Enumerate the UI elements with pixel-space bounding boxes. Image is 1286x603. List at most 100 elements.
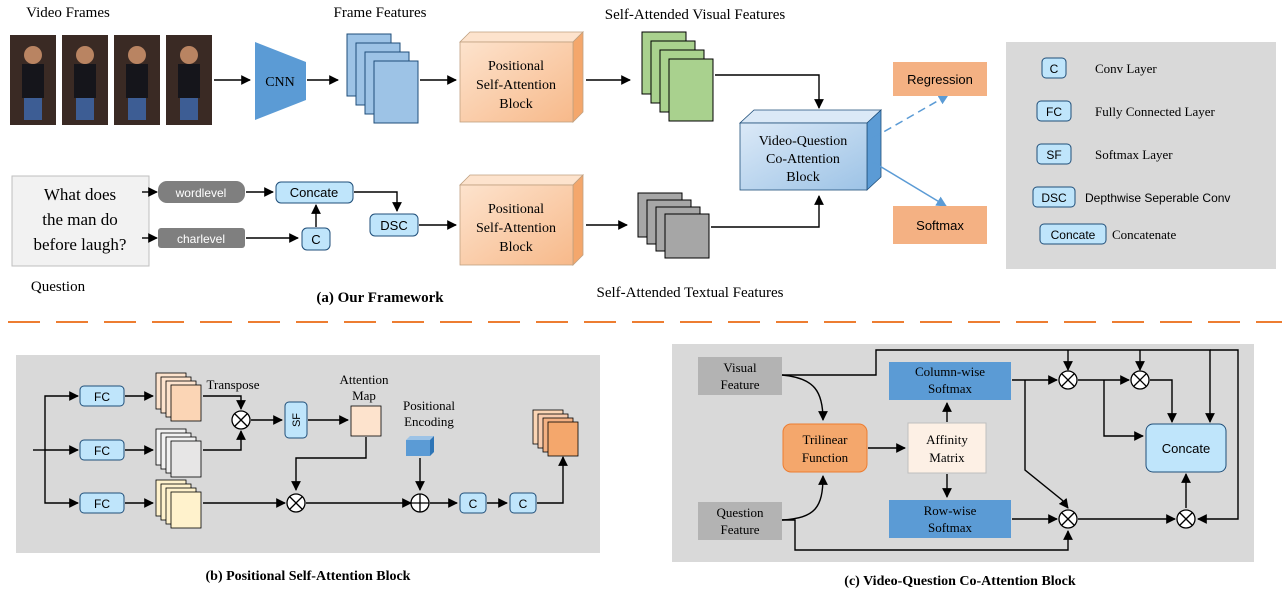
feature-stack-peach [155,372,202,422]
trilinear-function-box [782,423,868,473]
legend-key: C [1050,62,1059,76]
fc-box [79,385,125,407]
conv-box [459,492,487,514]
psa-block-visual: Positional Self-Attention Block [459,31,584,123]
visual-feature-line2: Feature [721,377,760,392]
softmax-label: Softmax [916,218,964,233]
legend-key: DSC [1041,191,1067,205]
affinity-matrix-box [907,422,987,474]
fc-label: FC [94,444,110,458]
psa-text-line3: Block [499,240,532,255]
legend-text: Depthwise Seperable Conv [1085,191,1230,205]
video-frame [10,35,56,125]
legend-key-box [1032,186,1076,208]
regression-box [893,62,987,96]
question-line3: before laugh? [34,235,127,254]
dsc-box [369,213,419,237]
feature-stack-yellow [155,479,202,529]
psa-text-line2: Self-Attention [476,221,556,236]
legend-key-box [1041,57,1067,79]
legend-text: Softmax Layer [1095,147,1173,162]
row-softmax-line1: Row-wise [924,503,977,518]
legend: C Conv Layer FC Fully Connected Layer SF… [1006,42,1276,269]
matmul-operator [231,410,251,430]
visual-feature-line1: Visual [723,360,757,375]
coattn-line2: Co-Attention [766,152,840,167]
column-softmax-box [889,362,1011,400]
trilinear-line1: Trilinear [802,432,848,447]
legend-key: Concate [1051,228,1096,242]
concate-label: Concate [290,185,338,200]
self-attended-visual-label: Self-Attended Visual Features [605,7,786,23]
add-operator [410,493,430,513]
softmax-box [893,206,987,244]
positional-encoding-line1: Positional [403,398,455,413]
feature-stack-gray [155,428,202,478]
conv-label: C [519,497,528,511]
psa-block-text: Positional Self-Attention Block [459,174,584,266]
concate-box [1145,423,1227,473]
video-frame [62,35,108,125]
concate-label: Concate [1162,441,1210,456]
charlevel-box [158,228,245,248]
legend-key-box [1036,143,1072,165]
video-frame [114,35,160,125]
video-frames-label: Video Frames [26,5,110,21]
mult-operator [1058,509,1078,529]
legend-key: FC [1046,105,1062,119]
frame-features-stack [346,33,419,124]
frame-features-label: Frame Features [334,5,427,21]
question-label: Question [31,279,86,295]
legend-key-box [1036,100,1072,122]
fc-label: FC [94,390,110,404]
question-line2: the man do [42,210,118,229]
attention-map-line1: Attention [339,372,389,387]
legend-key-box [1039,223,1107,245]
output-feature-stack [532,409,579,457]
self-attended-textual-stack [637,192,710,259]
panel-c-caption: (c) Video-Question Co-Attention Block [844,574,1076,589]
positional-encoding-cube [406,436,434,456]
concate-box [275,181,354,204]
attention-map-line2: Map [352,388,376,403]
mult-operator [1176,509,1196,529]
row-softmax-line2: Softmax [928,520,973,535]
column-softmax-line2: Softmax [928,381,973,396]
coattn-line3: Block [786,170,819,185]
video-frame [166,35,212,125]
trilinear-line2: Function [802,450,849,465]
regression-label: Regression [907,72,973,87]
wordlevel-label: wordlevel [175,186,227,200]
question-box [11,175,150,267]
question-feature-line2: Feature [721,522,760,537]
affinity-line1: Affinity [926,432,968,447]
psa-visual-line3: Block [499,97,532,112]
question-line1: What does [44,185,116,204]
attention-map-box [350,405,382,437]
panel-a-caption: (a) Our Framework [316,290,444,306]
psa-visual-line2: Self-Attention [476,78,556,93]
mult-operator [1058,370,1078,390]
fc-label: FC [94,497,110,511]
self-attended-textual-label: Self-Attended Textual Features [597,285,784,301]
matmul-operator [286,493,306,513]
dsc-label: DSC [380,218,407,233]
fc-box [79,492,125,514]
self-attended-visual-stack [641,31,714,122]
psa-visual-line1: Positional [488,59,544,74]
psa-text-line1: Positional [488,202,544,217]
question-feature-line1: Question [717,505,764,520]
sf-label: SF [291,413,303,427]
legend-text: Conv Layer [1095,61,1157,76]
affinity-line2: Matrix [929,450,965,465]
conv-label: C [311,232,320,247]
charlevel-label: charlevel [177,232,225,246]
video-frame-thumbnails [10,35,212,125]
conv-box [509,492,537,514]
legend-text: Concatenate [1112,227,1176,242]
column-softmax-line1: Column-wise [915,364,985,379]
mult-operator [1130,370,1150,390]
transpose-label: Transpose [207,377,260,392]
sf-box [284,401,308,439]
